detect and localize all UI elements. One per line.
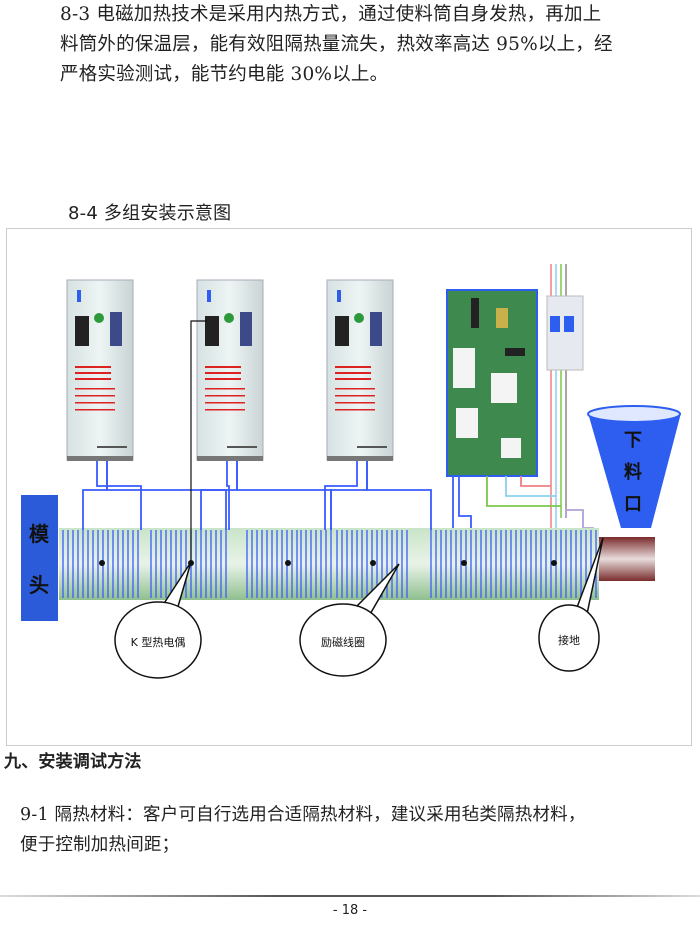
warning-text [205,402,245,404]
mold-head-label-char: 模 [29,522,50,546]
sensor-dot [99,560,105,566]
page-number: - 18 - [332,903,368,918]
warning-text [75,409,115,411]
brand-logo-icon [77,290,81,302]
circuit-breaker [546,264,584,538]
wire [236,461,332,530]
power-meter [110,312,122,346]
warning-text [335,378,371,380]
feed-pipe [597,537,655,581]
temperature-display [205,316,219,346]
callout-label: 励磁线圈 [321,635,365,649]
model-text [357,446,387,448]
warning-text [205,366,241,368]
warning-text [205,378,241,380]
warning-text [205,388,245,390]
callout-label: K 型热电偶 [131,635,186,649]
text-line: 料筒外的保温层，能有效阻隔热量流失，热效率高达 95%以上，经 [60,34,613,55]
brand-logo-icon [207,290,211,302]
model-text [227,446,257,448]
brand-logo-icon [337,290,341,302]
control-box [196,279,264,461]
control-box-body [326,279,394,461]
wire [366,461,432,530]
power-meter [370,312,382,346]
warning-text [335,388,375,390]
wire [324,461,358,530]
control-box-body [196,279,264,461]
warning-text [75,395,115,397]
warning-text [335,402,375,404]
warning-text [205,372,241,374]
wire [106,461,227,530]
sensor-dot [370,560,376,566]
callout-label: 接地 [558,634,580,647]
mold-head: 模 头 [21,495,58,621]
control-box [66,279,134,461]
text-line: 8-3 电磁加热技术是采用内热方式，通过使料筒自身发热，再加上 [60,4,602,25]
diagram-svg: 下 料 口 模 头 K 型热电偶 励磁线圈 接地 [21,264,681,679]
sensor-dot [285,560,291,566]
wire [226,461,230,530]
indicator-light [94,313,104,323]
power-meter [240,312,252,346]
barrel [59,528,599,600]
sensor-dot [461,560,467,566]
warning-text [335,366,371,368]
model-text [97,446,127,448]
indicator-light [224,313,234,323]
paragraph-8-3: 8-3 电磁加热技术是采用内热方式，通过使料筒自身发热，再加上 料筒外的保温层，… [60,0,660,90]
installation-diagram: 下 料 口 模 头 K 型热电偶 励磁线圈 接地 [6,228,692,746]
hopper-label-char: 口 [624,494,642,515]
warning-text [335,372,371,374]
wire [96,461,142,530]
callout-thermocouple: K 型热电偶 [114,561,202,679]
warning-text [335,395,375,397]
text-line: 便于控制加热间距； [20,835,180,855]
warning-text [75,366,111,368]
wire [82,461,108,530]
mold-head-label-char: 头 [29,573,49,597]
section-heading: 九、安装调试方法 [4,752,142,772]
warning-text [335,409,375,411]
wire [330,461,368,530]
footer-rule [0,895,700,897]
callout-coil: 励磁线圈 [299,563,400,677]
warning-text [205,395,245,397]
driver-board [446,289,538,477]
indicator-light [354,313,364,323]
control-box-body [66,279,134,461]
control-box-base [327,456,393,461]
warning-text [75,372,111,374]
figure-caption: 8-4 多组安装示意图 [68,203,232,224]
paragraph-9-1: 9-1 隔热材料：客户可自行选用合适隔热材料，建议采用毡类隔热材料， 便于控制加… [20,800,660,860]
sensor-dot [551,560,557,566]
warning-text [75,378,111,380]
text-line: 严格实验测试，能节约电能 30%以上。 [60,64,389,85]
warning-text [205,409,245,411]
control-box [326,279,394,461]
warning-text [75,388,115,390]
hopper-label-char: 料 [624,461,642,483]
temperature-display [335,316,349,346]
text-line: 9-1 隔热材料：客户可自行选用合适隔热材料，建议采用毡类隔热材料， [20,805,586,825]
hopper-label-char: 下 [624,430,642,451]
hopper: 下 料 口 [587,405,681,528]
temperature-display [75,316,89,346]
control-box-base [197,456,263,461]
callout-ground: 接地 [538,537,604,672]
warning-text [75,402,115,404]
control-box-base [67,456,133,461]
wire [200,461,238,530]
